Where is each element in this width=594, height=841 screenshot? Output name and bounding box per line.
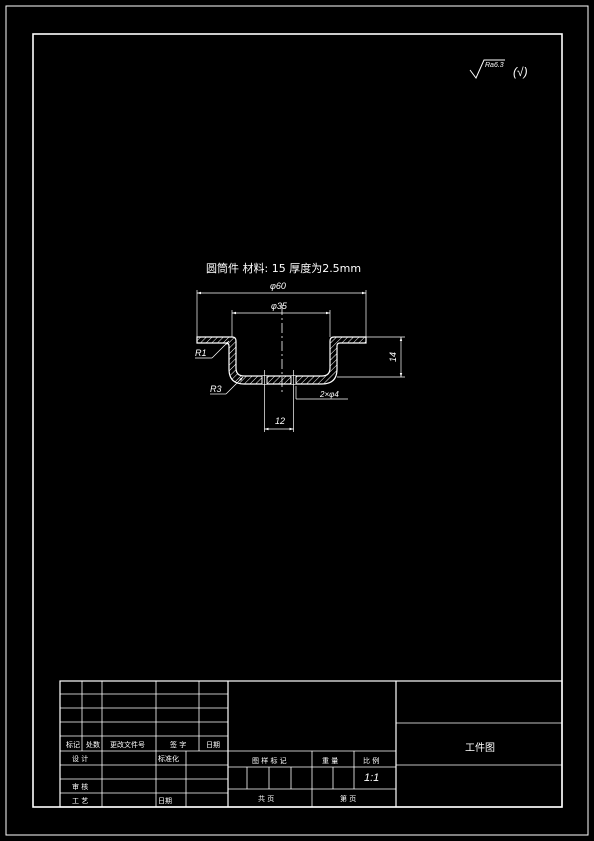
- dim-holes: 2×φ4: [319, 390, 339, 399]
- header-mark: 标记: [66, 740, 80, 749]
- section-hatch: [196, 336, 367, 385]
- roughness-suffix: (√): [513, 65, 528, 79]
- dim-hole-spacing: 12: [275, 416, 285, 426]
- part-section: [196, 305, 367, 432]
- header-weight: 重 量: [322, 757, 338, 765]
- title-block: [59, 680, 563, 808]
- drawing-name: 工件图: [465, 742, 495, 754]
- header-stage-mark: 图 样 标 记: [252, 756, 287, 765]
- header-standardize: 标准化: [158, 754, 179, 763]
- header-total: 共 页: [258, 794, 274, 803]
- inner-border: [32, 33, 563, 808]
- drawing-title: 圆筒件 材料: 15 厚度为2.5mm: [206, 261, 361, 275]
- dim-radius-flange: R1: [195, 348, 207, 358]
- header-scale: 比 例: [363, 756, 379, 765]
- roughness-symbol: Ra6.3 (√): [469, 59, 528, 79]
- header-count: 处数: [86, 740, 100, 749]
- dimensions: φ60 φ35 14 12 2×φ4 R1 R3: [195, 281, 405, 431]
- title-block-text: 标记 处数 更改文件号 签 字 日期 设 计 标准化 审 核 工 艺 日期 图 …: [66, 740, 495, 805]
- header-sheet: 第 页: [340, 794, 356, 803]
- header-signature: 签 字: [170, 740, 186, 749]
- outer-border: [5, 5, 589, 836]
- header-date: 日期: [206, 741, 220, 749]
- header-review: 审 核: [72, 782, 88, 791]
- header-design: 设 计: [72, 754, 88, 763]
- dim-radius-bottom: R3: [210, 384, 222, 394]
- dim-inner-diameter: φ35: [271, 301, 288, 311]
- dim-outer-diameter: φ60: [270, 281, 286, 291]
- header-change-doc: 更改文件号: [110, 740, 145, 749]
- header-process: 工 艺: [72, 797, 88, 805]
- roughness-value: Ra6.3: [485, 62, 504, 69]
- dim-height: 14: [388, 352, 398, 362]
- scale-value: 1:1: [364, 772, 379, 784]
- header-date2: 日期: [158, 797, 172, 805]
